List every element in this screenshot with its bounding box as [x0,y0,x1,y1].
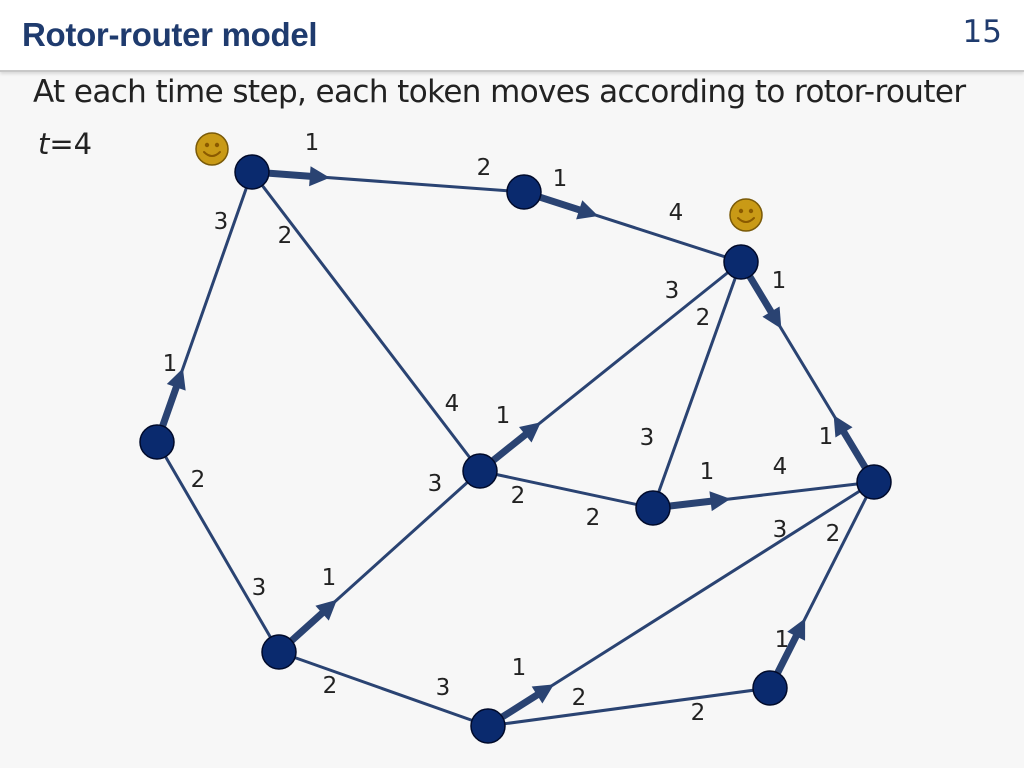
tokens-layer [195,132,763,232]
rotor-arrow-E-C [488,422,541,465]
node-D [139,424,175,460]
page-number: 15 [962,14,1002,50]
node-H [261,634,297,670]
port-label-B-C: 1 [553,166,568,192]
node-A [234,154,270,190]
port-label-G-C: 3 [640,425,655,451]
port-label-F-J: 3 [773,517,788,543]
port-label-E-C: 1 [496,403,511,429]
time-variable: t [38,127,50,161]
port-label-A-E: 2 [278,223,293,249]
port-label-H-D: 3 [252,575,267,601]
port-label-A-D: 3 [214,209,229,235]
node-E [462,453,498,489]
rotor-arrow-B-C [535,193,599,220]
smiley-icon [729,198,763,232]
node-I [752,670,788,706]
rotor-arrow-C-F [745,272,782,329]
node-G [635,490,671,526]
slide-title: Rotor-router model [22,16,318,53]
port-label-H-E: 1 [322,565,337,591]
time-value: =4 [49,127,93,161]
node-C [723,244,759,280]
edge-E-G [479,469,654,510]
port-label-F-C: 1 [819,424,834,450]
rotor-arrow-G-F [665,491,731,512]
node-F [856,464,892,500]
port-label-C-F: 1 [772,268,787,294]
port-label-H-J: 2 [323,673,338,699]
smiley-icon [195,132,229,166]
rotor-arrow-A-B [264,166,330,187]
node-J [470,708,506,744]
edge-H-J [278,650,489,728]
port-label-C-B: 4 [669,200,684,226]
edge-C-G [651,261,743,509]
port-label-C-G: 2 [696,305,711,331]
port-label-B-A: 2 [477,155,492,181]
port-label-D-H: 2 [191,467,206,493]
port-label-J-F: 1 [512,655,527,681]
nodes-layer [139,154,892,744]
rotor-arrow-F-C [833,415,870,472]
port-label-J-H: 3 [436,675,451,701]
port-label-E-A: 4 [445,391,460,417]
rotors-layer [158,166,870,721]
rotor-arrow-H-E [287,599,337,645]
rotor-arrow-I-F [773,618,806,678]
edge-J-I [487,686,771,728]
port-label-G-E: 2 [586,505,601,531]
slide-subtitle: At each time step, each token moves acco… [33,74,966,110]
port-label-I-F: 1 [775,627,790,653]
port-label-C-E: 3 [665,278,680,304]
rotor-arrow-D-A [158,368,186,431]
edge-D-H [155,441,281,653]
edge-A-E [250,171,482,472]
port-label-E-H: 3 [428,471,443,497]
port-label-G-F: 1 [700,459,715,485]
time-step-label: t=4 [38,127,92,161]
port-label-F-G: 4 [773,454,788,480]
slide-header: Rotor-router model 15 [0,0,1024,72]
port-label-I-J: 2 [691,700,706,726]
rotor-arrow-J-F [498,684,554,721]
port-label-A-B: 1 [305,130,320,156]
port-label-F-I: 2 [826,521,841,547]
node-B [506,174,542,210]
port-label-D-A: 1 [163,351,178,377]
port-label-J-I: 2 [572,685,587,711]
port-label-E-G: 2 [511,483,526,509]
